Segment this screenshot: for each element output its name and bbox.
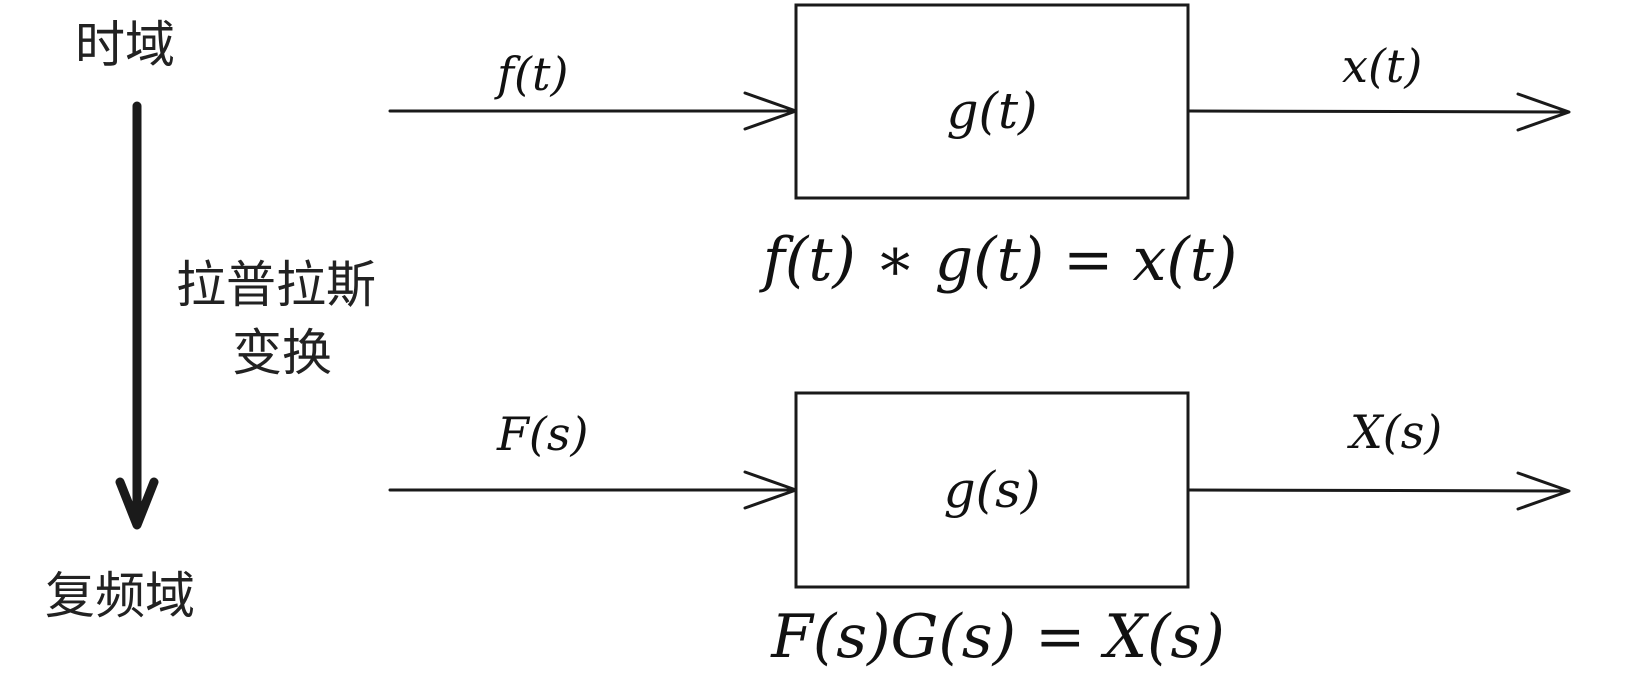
frequency-block-label: g(s)	[944, 461, 1041, 519]
time-domain-label: 时域	[75, 16, 175, 74]
frequency-domain-equation: F(s)G(s) = X(s)	[770, 602, 1225, 672]
frequency-output-signal: X(s)	[1347, 405, 1442, 459]
complex-frequency-domain-label: 复频域	[45, 567, 195, 625]
frequency-input-signal: F(s)	[496, 407, 588, 461]
time-domain-equation: f(t) ∗ g(t) = x(t)	[759, 225, 1238, 295]
transform-label-line1: 拉普拉斯	[176, 256, 376, 314]
time-output-signal: x(t)	[1342, 39, 1422, 93]
transform-arrow-head	[115, 477, 159, 530]
time-system-block	[794, 3, 1190, 200]
time-block-label: g(t)	[946, 82, 1037, 140]
frequency-output-arrow-line	[1186, 488, 1570, 493]
time-input-signal: f(t)	[494, 47, 568, 101]
frequency-system-block	[794, 391, 1190, 589]
frequency-row: F(s) g(s) X(s) F(s)G(s) = X(s)	[388, 391, 1571, 672]
frequency-output-arrow-head	[1516, 471, 1571, 511]
time-output-arrow-head	[1516, 92, 1571, 132]
transform-arrow	[115, 101, 159, 530]
transform-label-line2: 变换	[232, 324, 332, 382]
time-row: f(t) g(t) x(t) f(t) ∗ g(t) = x(t)	[388, 3, 1571, 295]
time-output-arrow-line	[1186, 109, 1570, 114]
